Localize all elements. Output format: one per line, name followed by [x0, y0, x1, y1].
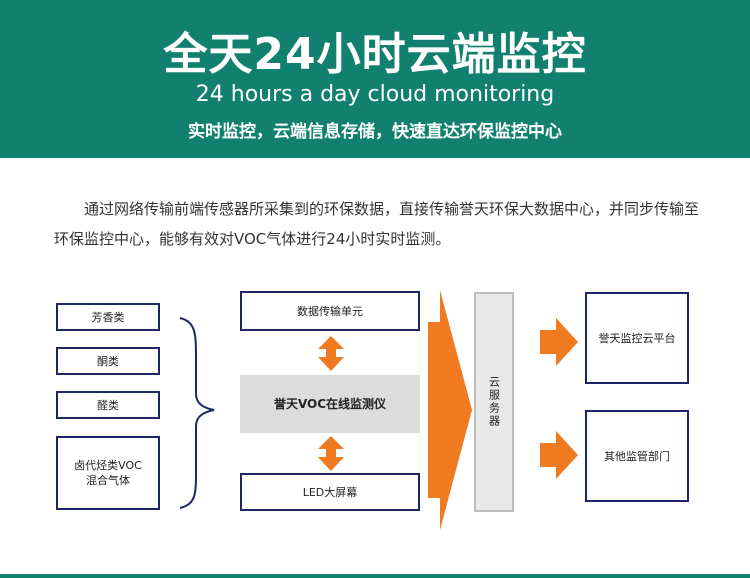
- arrow-to-platform: [540, 318, 578, 366]
- updown-arrow-bottom: [318, 436, 344, 471]
- footer-line: [0, 574, 750, 578]
- data-transmission-unit: 数据传输单元: [240, 291, 420, 331]
- big-arrow: [428, 290, 472, 530]
- cloud-server: 云服务器: [474, 292, 514, 512]
- header-banner: 全天24小时云端监控 24 hours a day cloud monitori…: [0, 0, 750, 158]
- intro-paragraph: 通过网络传输前端传感器所采集到的环保数据，直接传输誉天环保大数据中心，并同步传输…: [54, 200, 700, 248]
- page-subtitle: 24 hours a day cloud monitoring: [195, 82, 555, 107]
- arrow-to-other-dept: [540, 431, 578, 479]
- updown-arrow-top: [318, 336, 344, 371]
- page-tagline: 实时监控，云端信息存储，快速直达环保监控中心: [188, 122, 562, 142]
- voc-online-monitor: 誉天VOC在线监测仪: [240, 375, 420, 433]
- source-box-aldehydes: 醛类: [56, 391, 160, 419]
- cloud-platform: 誉天监控云平台: [585, 292, 689, 384]
- source-box-halo-voc: 卤代烃类VOC 混合气体: [56, 436, 160, 510]
- grouping-brace: [179, 317, 215, 509]
- led-screen: LED大屏幕: [240, 473, 420, 511]
- page-title: 全天24小时云端监控: [163, 29, 587, 80]
- source-box-aromatics: 芳香类: [56, 303, 160, 331]
- other-regulatory-departments: 其他监管部门: [585, 410, 689, 502]
- source-box-ketones: 酮类: [56, 347, 160, 375]
